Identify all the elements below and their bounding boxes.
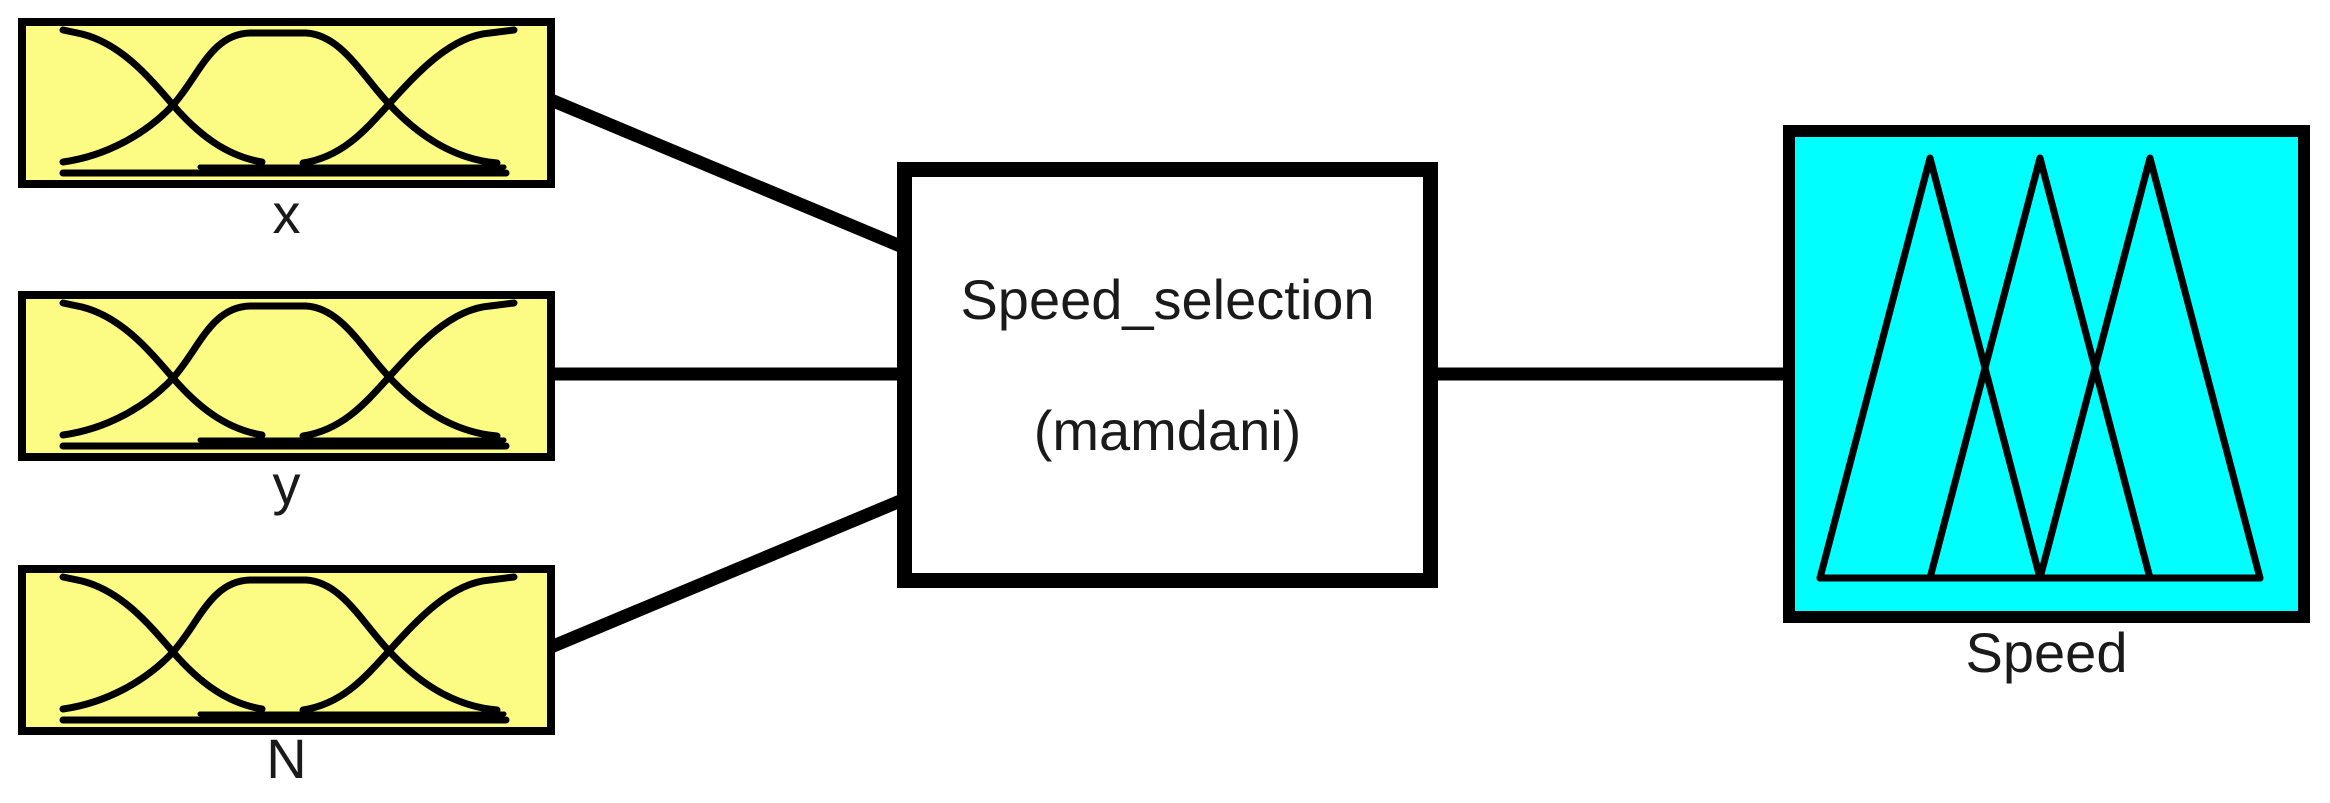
- output-node-speed[interactable]: [1783, 125, 2310, 623]
- triangular-mf-plot-speed: [1816, 154, 2264, 582]
- gaussian-mf-plot-n: [59, 573, 518, 724]
- wire-input-x-to-system: [548, 94, 908, 254]
- input-label-y: y: [272, 453, 301, 516]
- gaussian-mf-plot-x: [59, 26, 518, 177]
- wire-input-n-to-system: [548, 493, 908, 653]
- gaussian-mf-plot-y: [59, 299, 518, 450]
- input-node-x[interactable]: [18, 18, 555, 188]
- system-type: (mamdani): [1033, 399, 1302, 462]
- system-node[interactable]: Speed_selection (mamdani): [897, 162, 1438, 588]
- system-name: Speed_selection: [960, 268, 1375, 331]
- input-node-n[interactable]: [18, 565, 555, 735]
- output-label-speed: Speed: [1965, 621, 2128, 684]
- input-label-n: N: [266, 727, 307, 790]
- input-node-y[interactable]: [18, 291, 555, 461]
- input-label-x: x: [272, 182, 301, 245]
